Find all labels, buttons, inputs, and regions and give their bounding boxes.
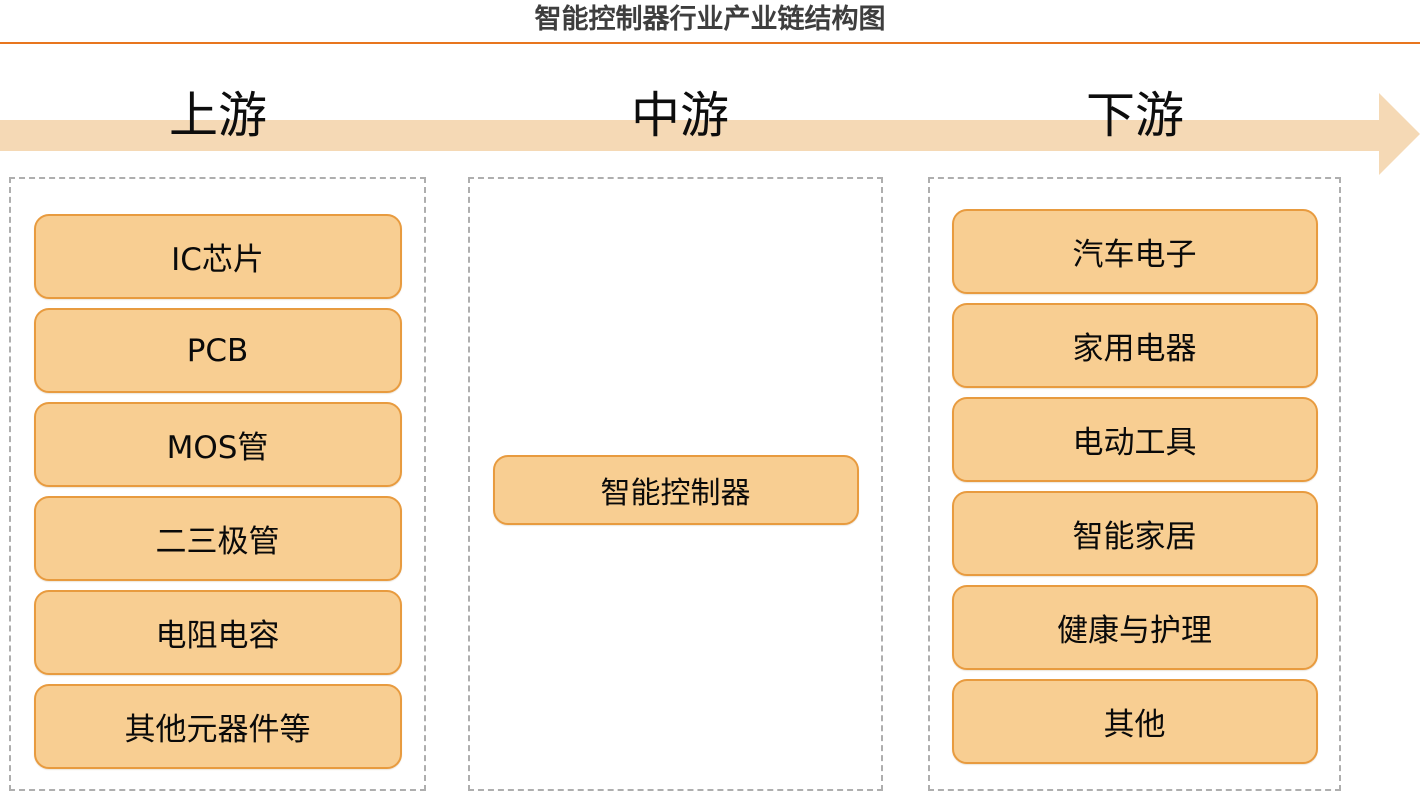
midstream-item-smart-controller[interactable]: 智能控制器 xyxy=(492,455,859,525)
stage-label-upstream: 上游 xyxy=(168,87,267,144)
downstream-item-home-appliances[interactable]: 家用电器 xyxy=(951,303,1318,388)
arrow-shaft xyxy=(0,120,1381,151)
title-bar: 智能控制器行业产业链结构图 xyxy=(0,0,1420,45)
flow-arrow xyxy=(0,90,1420,176)
upstream-item-list: IC芯片 PCB MOS管 二三极管 电阻电容 其他元器件等 xyxy=(11,214,424,769)
downstream-item-automotive-electronics[interactable]: 汽车电子 xyxy=(951,209,1318,294)
stage-label-midstream: 中游 xyxy=(630,87,729,144)
downstream-item-power-tools[interactable]: 电动工具 xyxy=(951,397,1318,482)
midstream-item-list: 智能控制器 xyxy=(470,455,881,525)
title-divider xyxy=(0,42,1420,44)
stage-label-downstream: 下游 xyxy=(1085,87,1184,144)
upstream-item-other-components[interactable]: 其他元器件等 xyxy=(33,684,402,769)
downstream-item-health-care[interactable]: 健康与护理 xyxy=(951,585,1318,670)
column-upstream: IC芯片 PCB MOS管 二三极管 电阻电容 其他元器件等 xyxy=(9,177,426,791)
upstream-item-mos-tube[interactable]: MOS管 xyxy=(33,402,402,487)
upstream-item-resistor-capacitor[interactable]: 电阻电容 xyxy=(33,590,402,675)
downstream-item-other[interactable]: 其他 xyxy=(951,679,1318,764)
column-midstream: 智能控制器 xyxy=(468,177,883,791)
upstream-item-diode-triode[interactable]: 二三极管 xyxy=(33,496,402,581)
column-downstream: 汽车电子 家用电器 电动工具 智能家居 健康与护理 其他 xyxy=(928,177,1341,791)
downstream-item-smart-home[interactable]: 智能家居 xyxy=(951,491,1318,576)
upstream-item-ic-chip[interactable]: IC芯片 xyxy=(33,214,402,299)
arrow-head-icon xyxy=(1379,93,1420,175)
upstream-item-pcb[interactable]: PCB xyxy=(33,308,402,393)
page-title: 智能控制器行业产业链结构图 xyxy=(534,4,886,35)
downstream-item-list: 汽车电子 家用电器 电动工具 智能家居 健康与护理 其他 xyxy=(930,209,1339,764)
